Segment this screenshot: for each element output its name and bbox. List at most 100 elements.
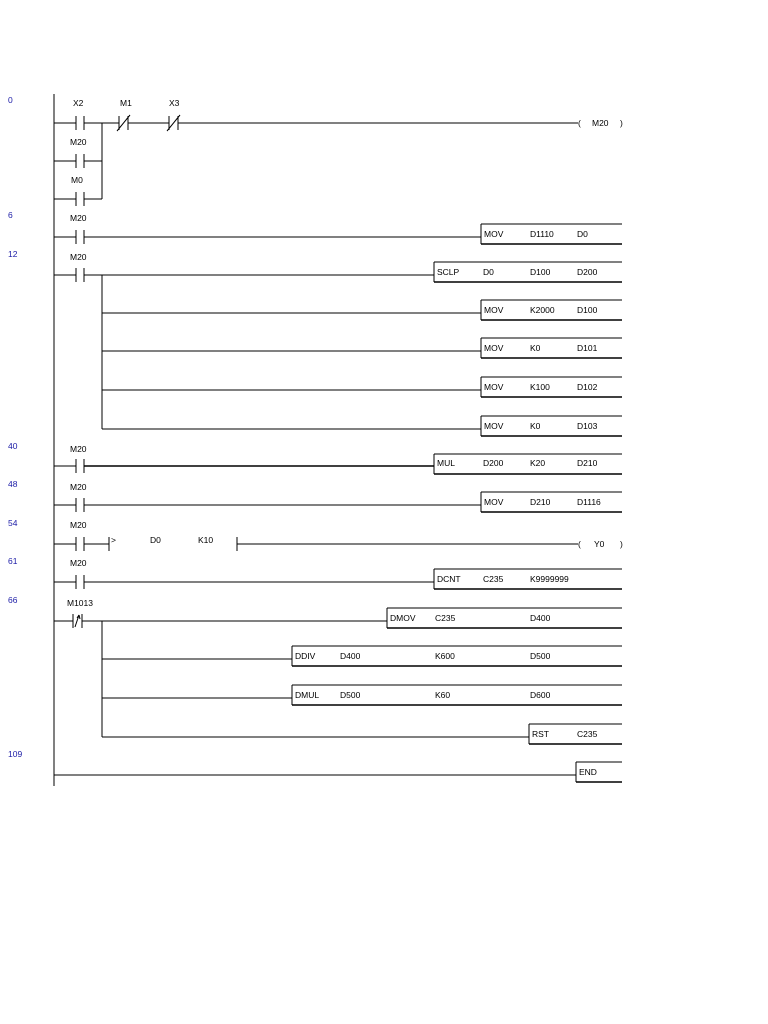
coil-y0[interactable]: ( Y0 ) [578, 539, 623, 549]
svg-text:END: END [579, 767, 597, 777]
contact-x2[interactable]: X2 [73, 98, 85, 130]
svg-text:K2000: K2000 [530, 305, 555, 315]
svg-text:D101: D101 [577, 343, 598, 353]
svg-text:DMOV: DMOV [390, 613, 416, 623]
svg-text:MOV: MOV [484, 305, 504, 315]
instruction-rst[interactable]: RST C235 [528, 723, 622, 745]
svg-text:M20: M20 [70, 137, 87, 147]
svg-text:D500: D500 [340, 690, 361, 700]
contact-x3[interactable]: X3 [166, 98, 181, 132]
svg-text:SCLP: SCLP [437, 267, 460, 277]
contact-m20[interactable]: M20 [70, 444, 87, 473]
svg-text:M20: M20 [70, 213, 87, 223]
contact-m20[interactable]: M20 [70, 558, 87, 589]
svg-text:D100: D100 [577, 305, 598, 315]
svg-text:C235: C235 [435, 613, 456, 623]
rung-6: M20 MOV D1110 D0 [54, 213, 622, 245]
svg-text:K100: K100 [530, 382, 550, 392]
svg-text:DDIV: DDIV [295, 651, 316, 661]
step-number: 0 [8, 95, 13, 105]
svg-text:X2: X2 [73, 98, 84, 108]
svg-text:>: > [111, 535, 116, 545]
svg-text:D600: D600 [530, 690, 551, 700]
svg-text:M20: M20 [70, 520, 87, 530]
svg-text:M20: M20 [70, 444, 87, 454]
instruction-dmul[interactable]: DMUL D500 K60 D600 [291, 684, 622, 706]
instruction-end[interactable]: END [575, 761, 622, 783]
coil-m20[interactable]: ( M20 ) [578, 118, 623, 128]
step-number: 40 [8, 441, 18, 451]
svg-text:D0: D0 [577, 229, 588, 239]
contact-m20-parallel[interactable]: M20 [70, 137, 87, 168]
contact-m0-parallel[interactable]: M0 [71, 175, 85, 206]
svg-text:K600: K600 [435, 651, 455, 661]
svg-text:K20: K20 [530, 458, 545, 468]
svg-text:D400: D400 [530, 613, 551, 623]
instruction-mov[interactable]: MOV K0 D103 [480, 415, 622, 437]
svg-text:RST: RST [532, 729, 549, 739]
rung-12: M20 SCLP D0 D100 D200 MOV K2000 D100 [54, 252, 622, 437]
contact-m20[interactable]: M20 [70, 252, 87, 282]
svg-text:C235: C235 [483, 574, 504, 584]
svg-text:D400: D400 [340, 651, 361, 661]
step-number: 54 [8, 518, 18, 528]
instruction-ddiv[interactable]: DDIV D400 K600 D500 [291, 645, 622, 667]
svg-text:K10: K10 [198, 535, 213, 545]
svg-text:MUL: MUL [437, 458, 455, 468]
svg-text:C235: C235 [577, 729, 598, 739]
rung-61: M20 DCNT C235 K9999999 [54, 558, 622, 590]
svg-text:X3: X3 [169, 98, 180, 108]
instruction-mul[interactable]: MUL D200 K20 D210 [433, 453, 622, 475]
svg-text:D500: D500 [530, 651, 551, 661]
step-number: 66 [8, 595, 18, 605]
svg-text:M20: M20 [592, 118, 609, 128]
instruction-dcnt[interactable]: DCNT C235 K9999999 [433, 568, 622, 590]
svg-text:MOV: MOV [484, 229, 504, 239]
svg-text:K60: K60 [435, 690, 450, 700]
svg-text:D200: D200 [483, 458, 504, 468]
svg-text:DCNT: DCNT [437, 574, 461, 584]
rung-48: M20 MOV D210 D1116 [54, 482, 622, 513]
instruction-mov[interactable]: MOV D1110 D0 [480, 223, 622, 245]
rung-40: M20 MUL D200 K20 D210 [54, 444, 622, 475]
svg-text:Y0: Y0 [594, 539, 605, 549]
contact-m20[interactable]: M20 [70, 520, 87, 551]
svg-text:D102: D102 [577, 382, 598, 392]
contact-m20[interactable]: M20 [70, 213, 87, 244]
svg-text:MOV: MOV [484, 382, 504, 392]
instruction-mov[interactable]: MOV D210 D1116 [480, 491, 622, 513]
contact-m20[interactable]: M20 [70, 482, 87, 512]
instruction-dmov[interactable]: DMOV C235 D400 [386, 607, 622, 629]
svg-text:MOV: MOV [484, 421, 504, 431]
instruction-mov[interactable]: MOV K100 D102 [480, 376, 622, 398]
rung-54: M20 > D0 K10 ( Y0 ) [54, 520, 623, 551]
instruction-sclp[interactable]: SCLP D0 D100 D200 [433, 261, 622, 283]
svg-text:M20: M20 [70, 482, 87, 492]
svg-text:D0: D0 [483, 267, 494, 277]
svg-text:D200: D200 [577, 267, 598, 277]
svg-text:D1116: D1116 [577, 497, 601, 507]
svg-text:D0: D0 [150, 535, 161, 545]
svg-text:): ) [620, 539, 623, 549]
step-number: 48 [8, 479, 18, 489]
step-number: 61 [8, 556, 18, 566]
contact-m1[interactable]: M1 [116, 98, 132, 132]
svg-text:K0: K0 [530, 421, 541, 431]
rung-109: END [54, 761, 622, 783]
svg-text:K0: K0 [530, 343, 541, 353]
svg-text:(: ( [578, 539, 581, 549]
instruction-mov[interactable]: MOV K0 D101 [480, 337, 622, 359]
contact-m1013[interactable]: M1013 [67, 598, 93, 628]
svg-text:D100: D100 [530, 267, 551, 277]
svg-text:M1013: M1013 [67, 598, 93, 608]
svg-text:MOV: MOV [484, 497, 504, 507]
instruction-mov[interactable]: MOV K2000 D100 [480, 299, 622, 321]
svg-text:M1: M1 [120, 98, 132, 108]
step-number: 109 [8, 749, 22, 759]
svg-text:M20: M20 [70, 558, 87, 568]
svg-text:(: ( [578, 118, 581, 128]
compare-block[interactable]: > D0 K10 [108, 535, 238, 551]
svg-text:D103: D103 [577, 421, 598, 431]
svg-text:MOV: MOV [484, 343, 504, 353]
svg-text:M20: M20 [70, 252, 87, 262]
